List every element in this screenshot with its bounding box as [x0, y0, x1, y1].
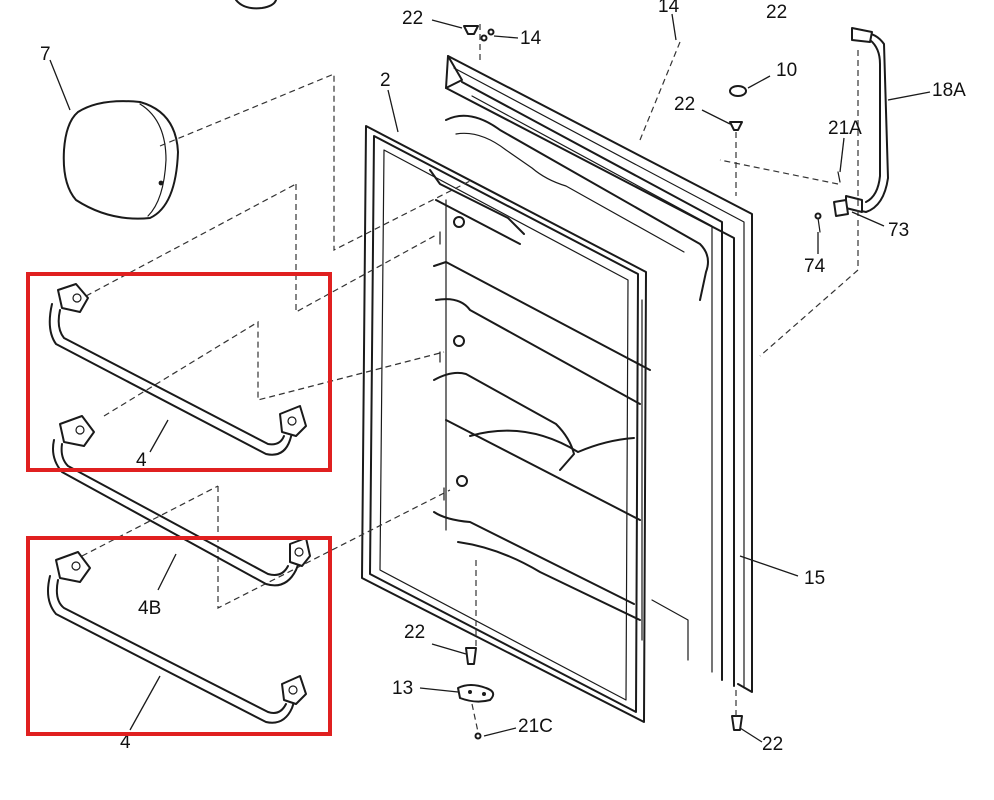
label-22-bottom: 22	[762, 734, 783, 755]
label-14-top: 14	[658, 0, 680, 17]
label-22-mid: 22	[674, 94, 695, 115]
label-10: 10	[776, 60, 797, 81]
label-22-top-right: 22	[766, 2, 787, 23]
part-4-upper-door-shelf-bar	[48, 283, 307, 456]
highlight-box-lower-shelf-bar	[26, 536, 332, 736]
label-4-lower: 4	[120, 732, 131, 753]
label-73: 73	[888, 220, 909, 241]
callout-labels: 22 14 14 22 7 2 10 22 18A 21A 73 74 4 4B…	[40, 0, 966, 755]
highlight-box-upper-shelf-bar	[26, 272, 332, 472]
label-13: 13	[392, 678, 413, 699]
label-22-lower: 22	[404, 622, 425, 643]
label-21a: 21A	[828, 118, 862, 139]
label-14: 14	[520, 28, 542, 49]
label-4-upper: 4	[136, 450, 147, 471]
part-7-bin-cover	[62, 100, 179, 220]
dashed-assembly-lines	[81, 24, 859, 733]
part-15-door-panel	[429, 55, 753, 693]
callout-leaders	[49, 13, 931, 743]
part-4b-middle-door-shelf-bar	[52, 415, 311, 587]
hardware-screws	[457, 25, 849, 740]
label-2: 2	[380, 70, 391, 91]
part-4-lower-door-shelf-bar	[47, 551, 307, 724]
label-21c: 21C	[518, 716, 553, 737]
label-4b: 4B	[138, 598, 161, 619]
label-22-top: 22	[402, 8, 423, 29]
label-18a: 18A	[932, 80, 966, 101]
label-74: 74	[804, 256, 826, 277]
part-2-door-gasket	[361, 125, 647, 723]
cutoff-part-top-left	[235, 0, 277, 10]
label-15: 15	[804, 568, 825, 589]
label-7: 7	[40, 44, 51, 65]
